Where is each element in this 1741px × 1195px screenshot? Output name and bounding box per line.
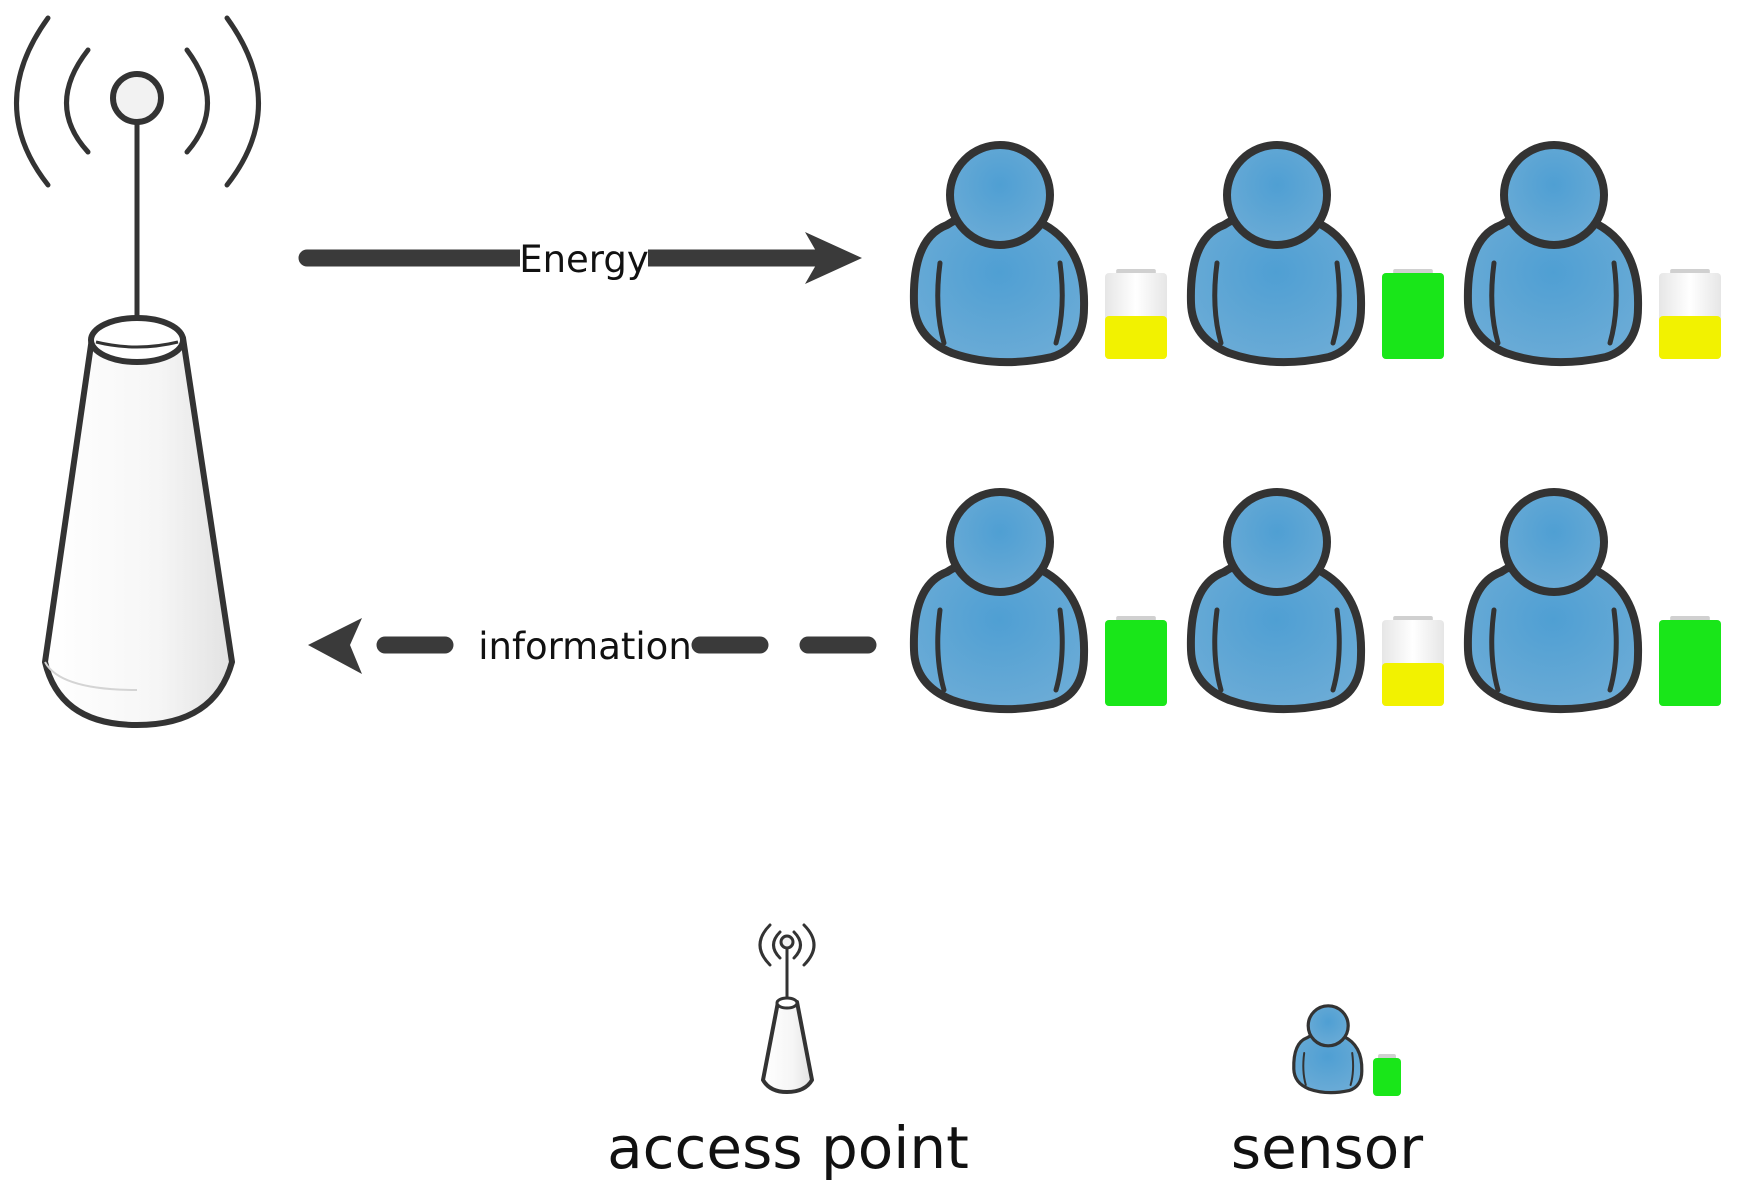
- sensor-bottom-3: [1468, 492, 1721, 709]
- energy-label: Energy: [519, 238, 649, 281]
- battery-icon: [1105, 269, 1167, 359]
- battery-icon: [1659, 616, 1721, 706]
- sensor-person-icon: [1191, 492, 1361, 709]
- sensor-top-3: [1468, 145, 1721, 362]
- sensor-person-icon: [1468, 145, 1638, 362]
- sensor-person-icon: [1191, 145, 1361, 362]
- sensor-bottom-2: [1191, 492, 1444, 709]
- sensor-person-icon: [914, 145, 1084, 362]
- radio-wave-icon: [184, 47, 210, 155]
- battery-icon: [1373, 1054, 1401, 1096]
- information-arrow: [308, 618, 877, 674]
- sensor-top-1: [914, 145, 1167, 362]
- legend-sensor-label: sensor: [1231, 1114, 1423, 1182]
- sensor-grid: [914, 145, 1721, 709]
- legend-sensor-icon: [1292, 1004, 1364, 1095]
- battery-icon: [1382, 269, 1444, 359]
- battery-icon: [1382, 616, 1444, 706]
- radio-wave-icon: [224, 15, 261, 188]
- radio-wave-icon: [64, 47, 91, 155]
- sensor-top-2: [1191, 145, 1444, 362]
- legend: access point sensor: [607, 923, 1423, 1182]
- legend-battery-icon: [1373, 1054, 1401, 1096]
- sensor-bottom-1: [914, 492, 1167, 709]
- battery-icon: [1659, 269, 1721, 359]
- sensor-person-icon: [914, 492, 1084, 709]
- legend-access-point-icon: [758, 923, 816, 1094]
- information-label: information: [478, 625, 692, 668]
- legend-access-point-label: access point: [607, 1114, 969, 1182]
- antenna-tip-icon: [110, 71, 164, 125]
- battery-icon: [1105, 616, 1167, 706]
- sensor-person-icon: [1468, 492, 1638, 709]
- access-point-tower-icon: [14, 15, 261, 728]
- radio-wave-icon: [14, 15, 51, 188]
